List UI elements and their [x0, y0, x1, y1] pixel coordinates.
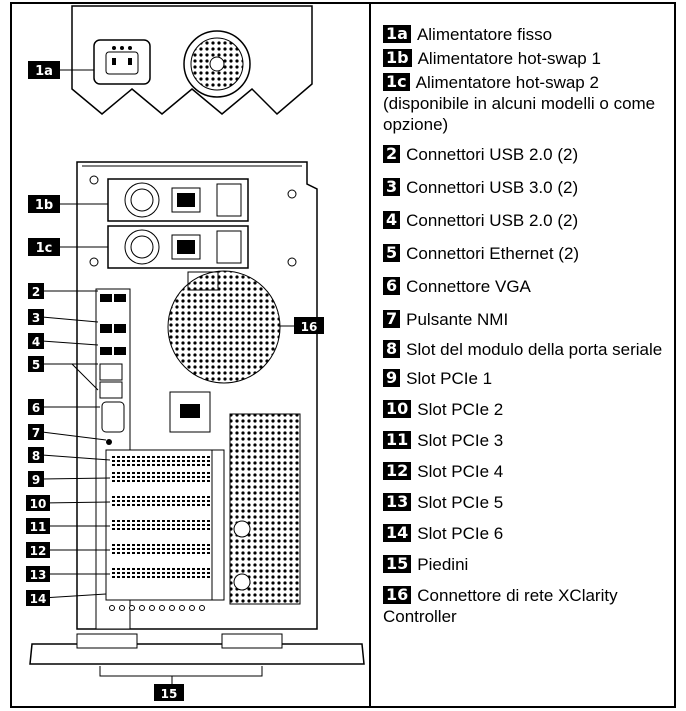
fixed-power-supply-drawing [71, 5, 313, 116]
svg-text:8: 8 [32, 449, 40, 463]
table-frame [10, 2, 676, 708]
legend-label: Connettori USB 3.0 (2) [406, 178, 579, 197]
tag-6: 6 [28, 399, 44, 415]
tag-2: 2 [28, 283, 44, 299]
tag-3: 3 [28, 309, 44, 325]
legend-item-7: 7 Pulsante NMI [383, 309, 673, 330]
server-rear-diagram: 1a 1b 1c 2 3 4 5 6 7 8 9 10 11 12 13 14 … [12, 4, 369, 706]
legend-badge: 5 [383, 244, 401, 262]
column-divider [369, 2, 371, 708]
svg-text:13: 13 [30, 568, 47, 582]
legend-label: Slot PCIe 5 [417, 493, 504, 512]
tag-5: 5 [28, 356, 44, 372]
legend-item-4: 4 Connettori USB 2.0 (2) [383, 210, 673, 231]
legend-label: Alimentatore fisso [416, 25, 553, 44]
svg-text:10: 10 [30, 497, 47, 511]
legend-badge: 1c [383, 73, 410, 91]
svg-text:16: 16 [301, 320, 318, 334]
svg-text:1a: 1a [35, 64, 53, 79]
legend-badge: 13 [383, 493, 412, 511]
legend-label: Connettore VGA [406, 277, 531, 296]
legend-label: Piedini [417, 555, 469, 574]
svg-text:9: 9 [32, 473, 40, 487]
legend-badge: 2 [383, 145, 401, 163]
legend-item-13: 13 Slot PCIe 5 [383, 492, 673, 513]
legend-label: Connettore di rete XClarity Controller [383, 586, 618, 626]
tag-9: 9 [28, 471, 44, 487]
legend-item-9: 9 Slot PCIe 1 [383, 368, 673, 389]
legend-item-2: 2 Connettori USB 2.0 (2) [383, 144, 673, 165]
legend-item-12: 12 Slot PCIe 4 [383, 461, 673, 482]
tag-15: 15 [154, 684, 184, 701]
legend-item-8: 8 Slot del modulo della porta seriale [383, 339, 673, 360]
svg-text:11: 11 [30, 520, 47, 534]
tag-4: 4 [28, 333, 44, 349]
svg-text:15: 15 [161, 687, 178, 701]
tag-14: 14 [26, 590, 50, 606]
legend-badge: 16 [383, 586, 412, 604]
legend-badge: 1b [383, 49, 412, 67]
legend-label: Slot PCIe 2 [417, 400, 504, 419]
legend-badge: 8 [383, 340, 401, 358]
svg-text:7: 7 [32, 426, 40, 440]
legend-label: Slot PCIe 3 [417, 431, 504, 450]
legend-badge: 4 [383, 211, 401, 229]
legend-badge: 14 [383, 524, 412, 542]
svg-text:1b: 1b [35, 198, 53, 213]
svg-text:2: 2 [32, 285, 40, 299]
tag-7: 7 [28, 424, 44, 440]
tag-13: 13 [26, 566, 50, 582]
legend-label: Slot PCIe 4 [417, 462, 504, 481]
legend-item-6: 6 Connettore VGA [383, 276, 673, 297]
legend-label: Connettori Ethernet (2) [406, 244, 580, 263]
legend-label: Connettori USB 2.0 (2) [406, 145, 579, 164]
legend-badge: 10 [383, 400, 412, 418]
svg-text:6: 6 [32, 401, 40, 415]
legend-item-14: 14 Slot PCIe 6 [383, 523, 673, 544]
legend-badge: 15 [383, 555, 412, 573]
svg-text:4: 4 [32, 335, 40, 349]
legend-badge: 7 [383, 310, 401, 328]
svg-text:12: 12 [30, 544, 47, 558]
legend-label: Slot PCIe 6 [417, 524, 504, 543]
legend-badge: 9 [383, 369, 401, 387]
legend-badge: 1a [383, 25, 411, 43]
legend-label: Connettori USB 2.0 (2) [406, 211, 579, 230]
tag-1c: 1c [28, 238, 60, 256]
legend-label: Slot del modulo della porta seriale [406, 340, 663, 359]
tag-10: 10 [26, 495, 50, 511]
legend-label: Alimentatore hot-swap 1 [417, 49, 601, 68]
callout-lines [41, 69, 294, 599]
legend-label: Slot PCIe 1 [406, 369, 493, 388]
legend-badge: 6 [383, 277, 401, 295]
tag-1b: 1b [28, 195, 60, 213]
tag-12: 12 [26, 542, 50, 558]
legend-badge: 12 [383, 462, 412, 480]
tag-16: 16 [294, 317, 324, 334]
legend-badge: 3 [383, 178, 401, 196]
tag-11: 11 [26, 518, 50, 534]
svg-text:3: 3 [32, 311, 40, 325]
tower-chassis-drawing [29, 161, 365, 684]
legend-label: Pulsante NMI [406, 310, 509, 329]
callout-tags: 1a 1b 1c 2 3 4 5 6 7 8 9 10 11 12 13 14 … [26, 61, 324, 701]
legend-item-11: 11 Slot PCIe 3 [383, 430, 673, 451]
legend-item-10: 10 Slot PCIe 2 [383, 399, 673, 420]
tag-8: 8 [28, 447, 44, 463]
svg-text:1c: 1c [36, 241, 53, 256]
legend-item-5: 5 Connettori Ethernet (2) [383, 243, 673, 264]
svg-text:5: 5 [32, 358, 40, 372]
legend-item-1a: 1a Alimentatore fisso [383, 24, 673, 45]
svg-text:14: 14 [30, 592, 47, 606]
legend-item-15: 15 Piedini [383, 554, 673, 575]
tag-1a: 1a [28, 61, 60, 79]
legend-badge: 11 [383, 431, 412, 449]
server-illustration: 1a 1b 1c 2 3 4 5 6 7 8 9 10 11 12 13 14 … [26, 5, 365, 701]
legend-label: Alimentatore hot-swap 2 (disponibile in … [383, 73, 656, 134]
legend-item-3: 3 Connettori USB 3.0 (2) [383, 177, 673, 198]
legend-item-1b: 1b Alimentatore hot-swap 1 [383, 48, 673, 69]
